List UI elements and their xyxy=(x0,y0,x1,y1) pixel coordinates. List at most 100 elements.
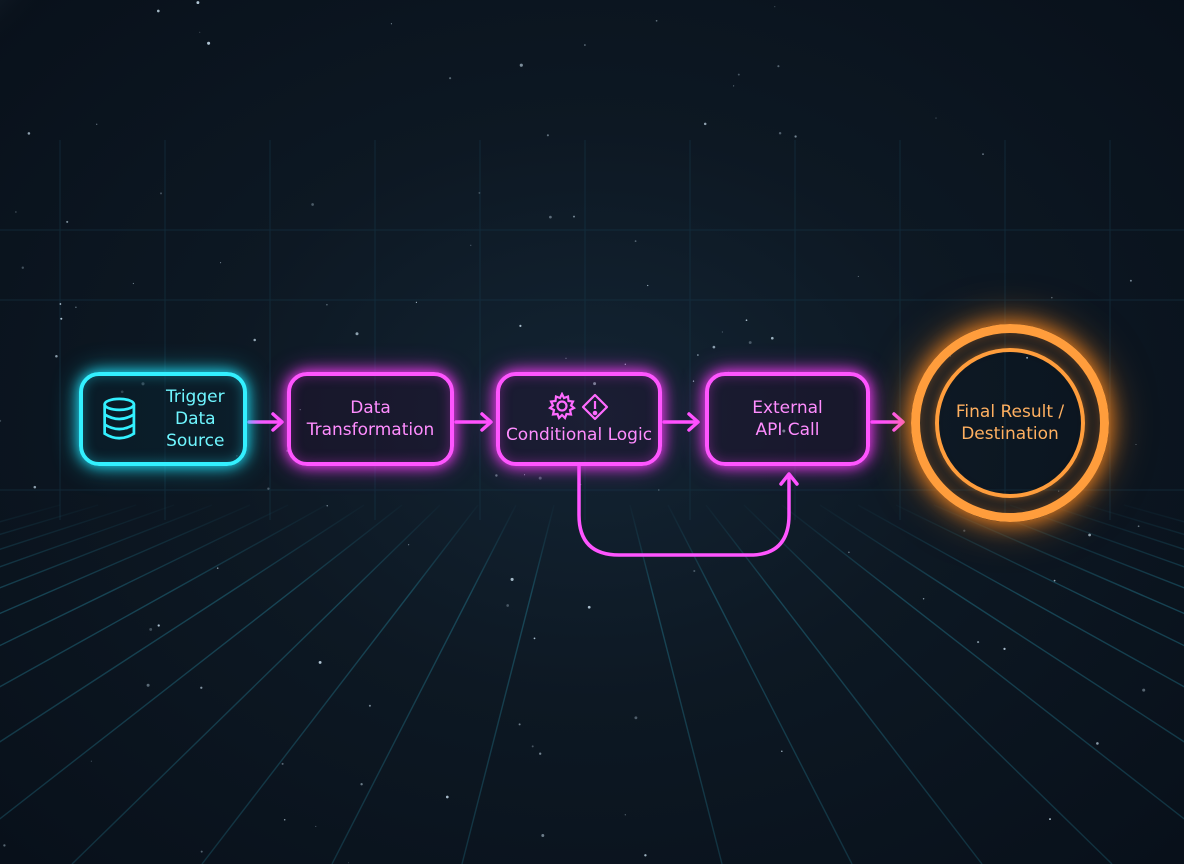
star xyxy=(96,123,98,125)
star xyxy=(982,153,984,155)
star xyxy=(120,390,124,394)
star xyxy=(90,760,92,762)
star xyxy=(693,569,696,573)
floor-grid-line xyxy=(781,504,1184,820)
node-conditional-logic[interactable]: Conditional Logic xyxy=(496,372,662,466)
star xyxy=(712,345,716,349)
star xyxy=(737,73,740,76)
star xyxy=(149,627,153,631)
arrow-logic-bypass-to-api xyxy=(577,464,799,557)
node-trigger-line2: Data Source xyxy=(166,409,225,451)
floor-grid-line xyxy=(667,504,853,864)
node-api-line2: API Call xyxy=(755,420,820,440)
star xyxy=(935,117,937,119)
node-transform-line1: Data xyxy=(350,398,391,418)
floor-grid-line xyxy=(971,504,1184,589)
star xyxy=(549,215,552,219)
node-data-transformation[interactable]: Data Transformation xyxy=(287,372,454,466)
star xyxy=(55,354,58,358)
star xyxy=(132,282,135,285)
star xyxy=(541,834,545,837)
star xyxy=(253,338,256,342)
floor-grid-line xyxy=(933,504,1184,615)
star xyxy=(857,275,859,277)
star xyxy=(774,6,776,8)
star xyxy=(59,303,62,305)
star xyxy=(1051,296,1053,299)
star xyxy=(390,23,392,25)
star xyxy=(748,341,752,344)
node-api-line1: External xyxy=(752,398,823,418)
node-trigger-data-source[interactable]: Trigger Data Source xyxy=(79,372,247,466)
floor-grid-line xyxy=(0,504,213,589)
star xyxy=(658,489,660,491)
star xyxy=(199,31,201,33)
star xyxy=(781,750,783,753)
star xyxy=(697,354,699,356)
star xyxy=(794,135,797,138)
star xyxy=(506,604,510,607)
star xyxy=(66,220,69,223)
arrow-logic-to-api xyxy=(662,412,700,432)
floor-grid xyxy=(0,504,1184,864)
arrow-transform-to-logic xyxy=(454,412,493,432)
star xyxy=(15,211,17,213)
star xyxy=(1053,579,1056,582)
star xyxy=(692,380,695,382)
floor-grid-line xyxy=(819,504,1184,743)
floor-grid-line xyxy=(461,504,555,864)
star xyxy=(196,1,200,5)
star xyxy=(634,240,637,242)
star xyxy=(311,203,314,206)
star xyxy=(415,301,417,303)
node-external-api-call[interactable]: External API Call xyxy=(705,372,870,466)
star xyxy=(922,598,925,600)
star xyxy=(348,862,350,864)
star xyxy=(531,745,534,748)
corner-glow xyxy=(0,0,70,70)
star xyxy=(770,336,774,340)
star xyxy=(216,567,219,569)
star xyxy=(299,409,301,411)
star xyxy=(27,132,31,135)
star xyxy=(207,41,211,45)
floor-grid-line xyxy=(331,504,517,864)
star xyxy=(777,65,780,68)
star xyxy=(368,704,371,707)
star xyxy=(326,505,328,507)
star xyxy=(495,474,498,477)
star xyxy=(470,244,472,246)
star xyxy=(267,487,270,490)
star xyxy=(533,637,536,640)
star xyxy=(573,215,575,218)
star xyxy=(318,660,322,664)
star xyxy=(200,850,203,853)
gear-icon xyxy=(548,392,576,420)
star xyxy=(647,284,649,287)
star xyxy=(733,85,735,87)
floor-grid-line xyxy=(0,504,365,743)
star xyxy=(538,476,542,480)
star xyxy=(624,363,626,365)
star xyxy=(1129,279,1132,282)
star xyxy=(1088,533,1091,537)
star xyxy=(160,192,162,195)
star xyxy=(1135,443,1137,446)
star xyxy=(1142,688,1146,692)
floor-grid-line xyxy=(0,504,61,523)
star xyxy=(655,19,658,22)
star xyxy=(977,641,980,644)
star xyxy=(326,303,328,306)
warning-diamond-icon xyxy=(581,393,609,421)
node-final-result-destination[interactable]: Final Result / Destination xyxy=(911,324,1109,522)
star xyxy=(565,357,567,359)
star xyxy=(524,474,526,476)
floor-grid-line xyxy=(0,504,403,820)
star xyxy=(60,317,63,320)
star xyxy=(478,191,481,194)
star xyxy=(157,624,160,627)
star xyxy=(200,686,203,689)
floor-grid-line xyxy=(0,504,327,688)
